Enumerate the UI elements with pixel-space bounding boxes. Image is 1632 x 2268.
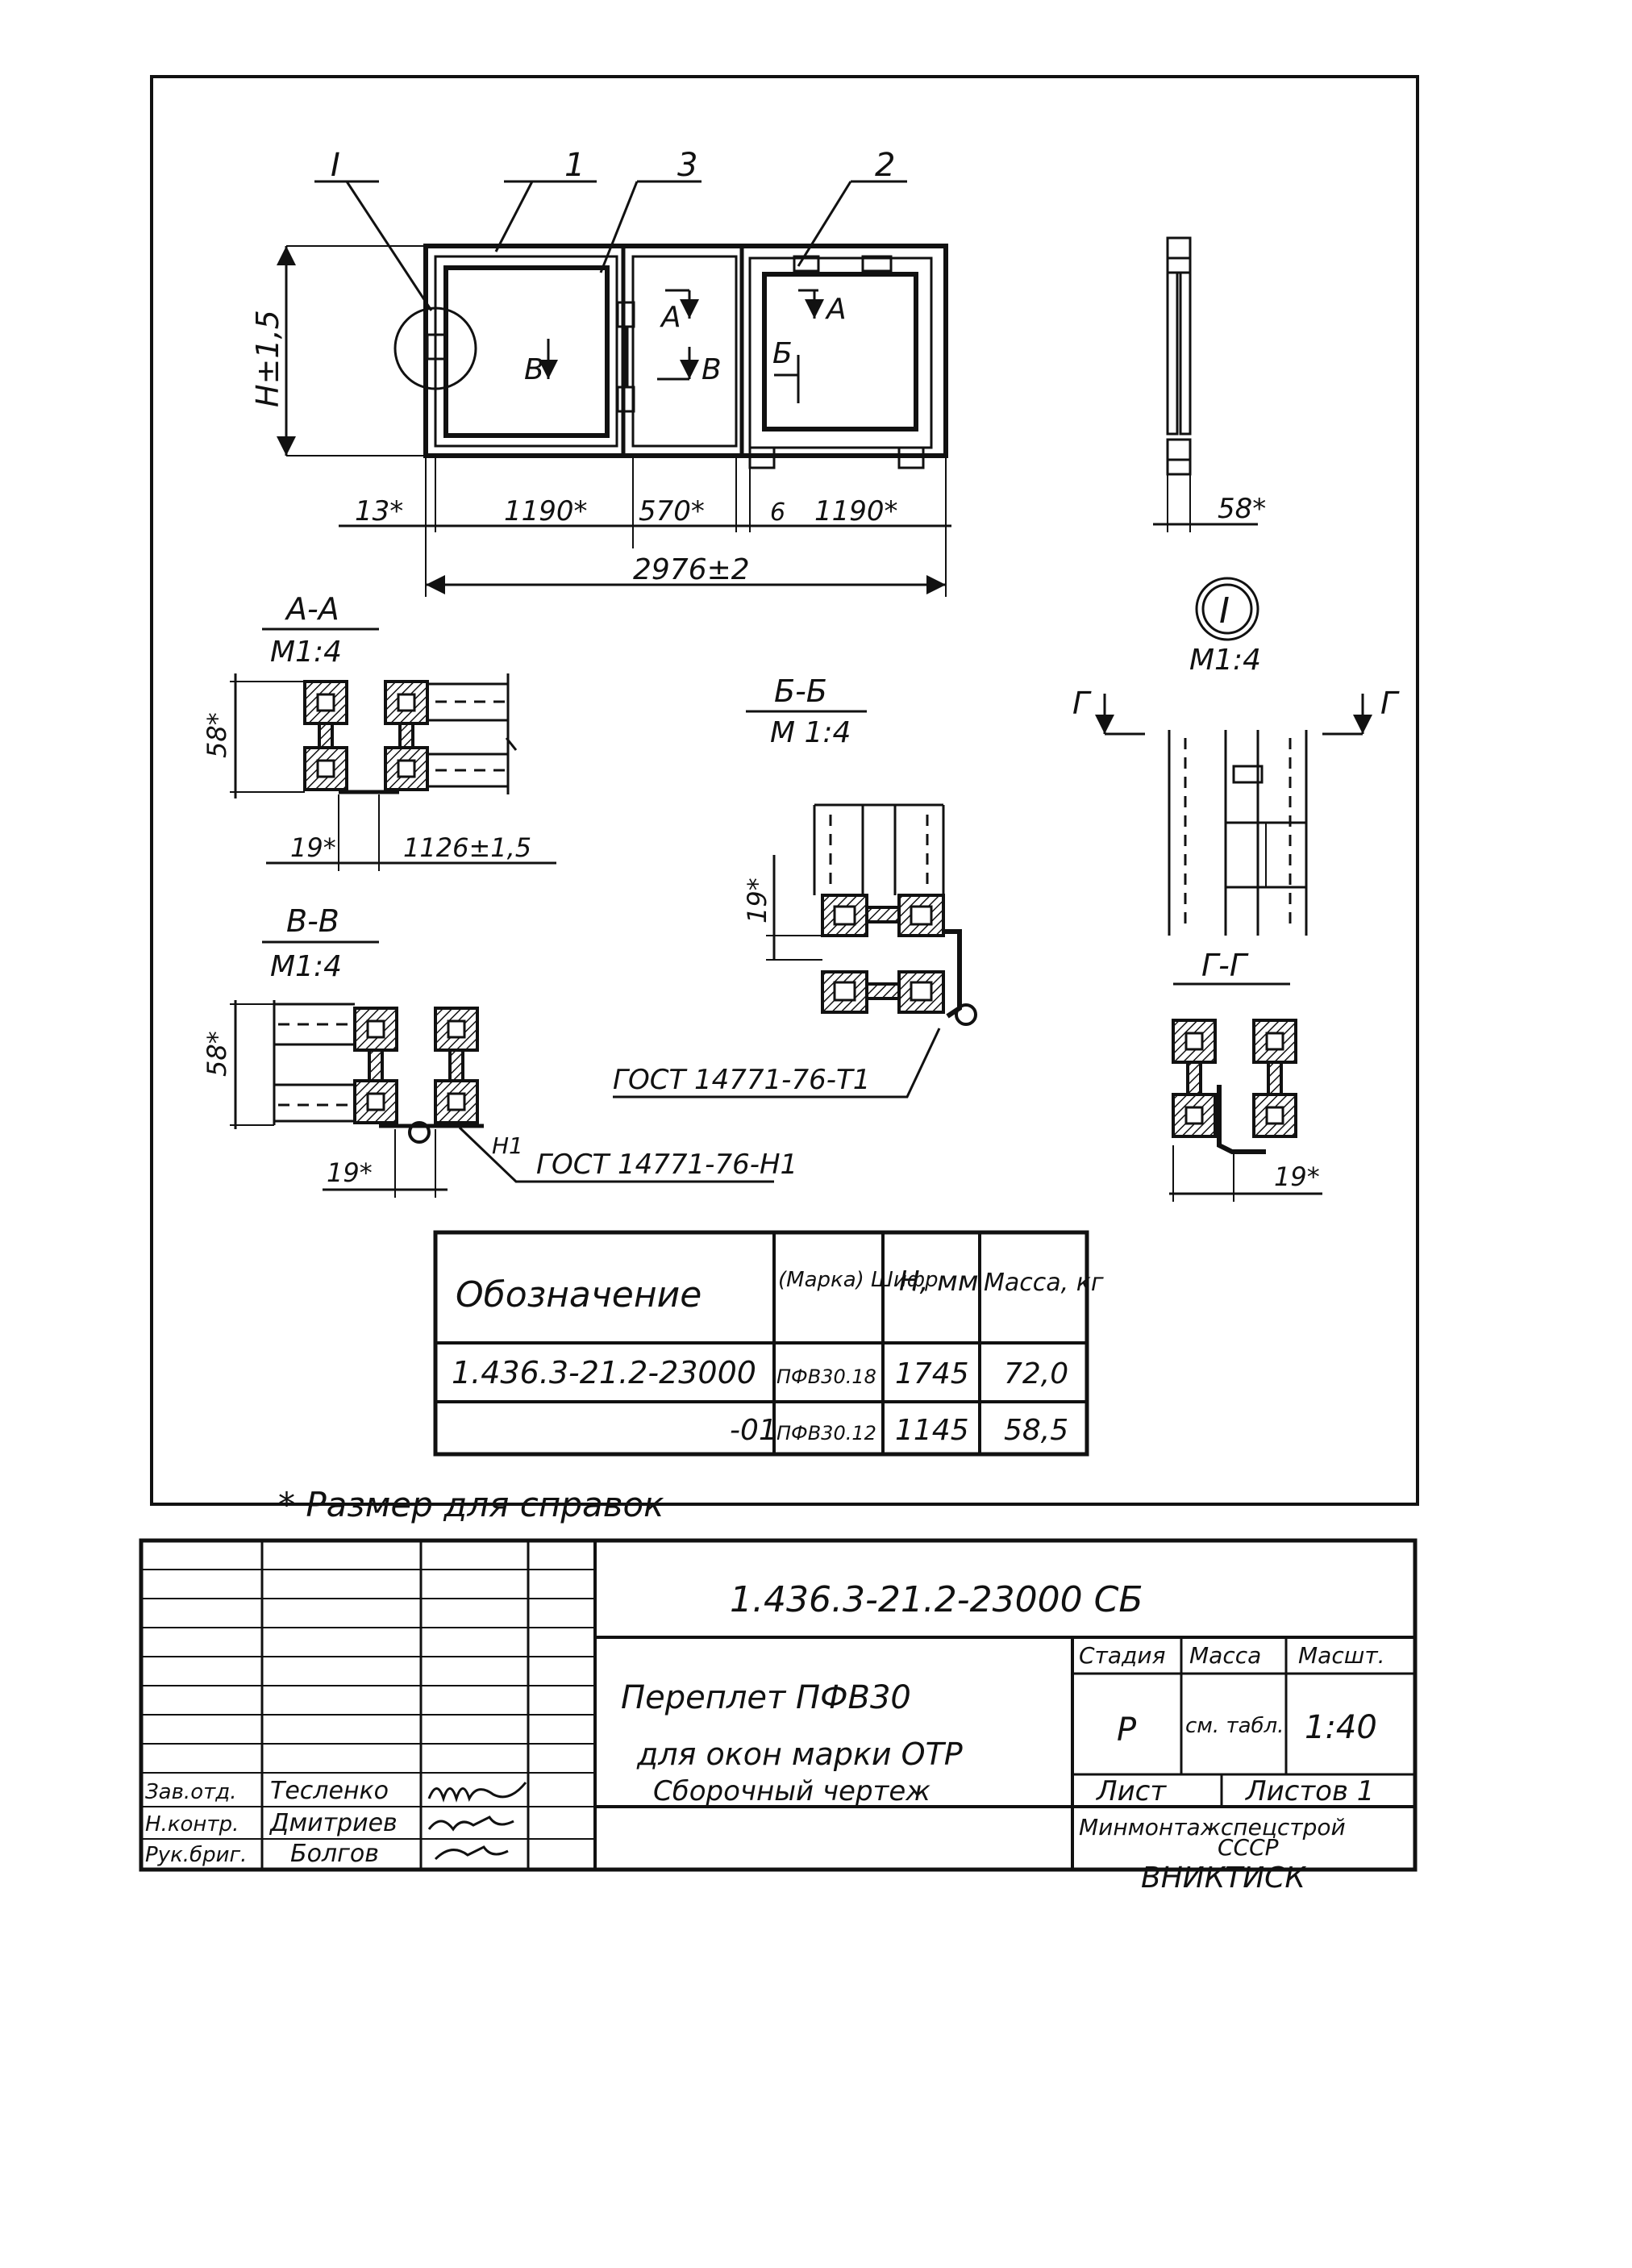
title-block: 1.436.3-21.2-23000 СБ Переплет ПФВ30 для… xyxy=(139,1538,1418,1895)
mark-v-mid: В xyxy=(702,353,722,386)
table-cell-r1-designation: 1.436.3-21.2-23000 xyxy=(452,1355,756,1390)
callout-3: 3 xyxy=(677,147,697,184)
section-VV-dim-v: 58* xyxy=(202,1031,232,1077)
section-BB-scale: М 1:4 xyxy=(770,716,851,749)
sig-role-1: Зав.отд. xyxy=(145,1780,236,1804)
callout-2: 2 xyxy=(875,147,895,184)
org-line-2: СССР xyxy=(1218,1834,1279,1861)
total-dim: 2976±2 xyxy=(633,553,750,586)
height-dim: Н±1,5 xyxy=(250,310,285,407)
section-VV: В-В М1:4 58* 19* Н1 ГОСТ 14771-76-Н1 xyxy=(202,903,797,1198)
section-GG-dim-h: 19* xyxy=(1274,1161,1320,1192)
mark-a-right: А xyxy=(825,293,847,326)
section-VV-scale: М1:4 xyxy=(270,950,342,983)
mass-value: см. табл. xyxy=(1185,1714,1284,1738)
title-line-1: Переплет ПФВ30 xyxy=(621,1679,911,1716)
detail-I-scale: М1:4 xyxy=(1189,644,1261,677)
callout-1: 1 xyxy=(564,147,585,184)
section-VV-title: В-В xyxy=(286,903,339,939)
section-BB-dim-v: 19* xyxy=(742,878,772,923)
org-line-1: Минмонтажспецстрой xyxy=(1079,1814,1346,1841)
sig-name-2: Дмитриев xyxy=(269,1809,398,1837)
section-BB-title: Б-Б xyxy=(774,673,827,709)
table-cell-r1-code: ПФВ30.18 xyxy=(776,1365,876,1388)
stage-header: Стадия xyxy=(1079,1642,1165,1669)
section-VV-weld: Н1 xyxy=(492,1132,523,1159)
signature-1 xyxy=(427,1782,527,1803)
table-cell-r2-mass: 58,5 xyxy=(1004,1414,1068,1447)
dim-6: 6 xyxy=(770,498,785,527)
dim-1190-left: 1190* xyxy=(504,495,588,527)
sheets-label: Листов 1 xyxy=(1244,1775,1374,1807)
sheet-label: Лист xyxy=(1095,1775,1167,1807)
table-cell-r1-mass: 72,0 xyxy=(1004,1357,1068,1390)
mark-g-left: Г xyxy=(1072,686,1092,721)
section-GG-title: Г-Г xyxy=(1201,948,1249,983)
dim-570: 570* xyxy=(639,495,705,527)
main-view: I 1 3 2 В А В А Б Н±1,5 xyxy=(250,147,1266,597)
signature-3 xyxy=(434,1845,509,1861)
table-header-code: (Марка) Шифр xyxy=(778,1268,939,1292)
reference-note: * Размер для справок xyxy=(278,1485,664,1524)
detail-I-label: I xyxy=(1219,590,1230,632)
section-VV-dim-h: 19* xyxy=(327,1157,373,1188)
sig-role-3: Рук.бриг. xyxy=(145,1843,247,1867)
scale-header: Масшт. xyxy=(1298,1642,1385,1669)
scale-value: 1:40 xyxy=(1305,1709,1377,1746)
detail-I: I М1:4 xyxy=(1189,577,1261,677)
table-cell-r2-code: ПФВ30.12 xyxy=(776,1422,876,1445)
section-AA-dim-v: 58* xyxy=(202,712,232,758)
section-BB: Б-Б М 1:4 19* ГОСТ 14771-76-Т1 xyxy=(613,673,977,1099)
mass-header: Масса xyxy=(1189,1642,1261,1669)
sig-name-3: Болгов xyxy=(290,1840,379,1868)
sig-role-2: Н.контр. xyxy=(145,1812,239,1836)
mark-v-left: В xyxy=(524,353,544,386)
table-header-height: Н, мм xyxy=(899,1265,978,1298)
section-AA: А-А М1:4 58* 19* 1126±1,5 xyxy=(202,591,556,871)
section-VV-gost: ГОСТ 14771-76-Н1 xyxy=(536,1149,797,1181)
section-GG: Г Г Г-Г 19* xyxy=(1072,686,1400,1202)
section-AA-dim-h1: 19* xyxy=(290,832,336,863)
side-dim: 58* xyxy=(1218,493,1266,525)
doc-code: 1.436.3-21.2-23000 СБ xyxy=(730,1579,1143,1620)
section-AA-dim-h2: 1126±1,5 xyxy=(403,832,531,863)
stage-value: Р xyxy=(1117,1711,1137,1749)
section-BB-gost: ГОСТ 14771-76-Т1 xyxy=(613,1064,870,1096)
title-line-3: Сборочный чертеж xyxy=(653,1775,930,1807)
table-cell-r2-designation: -01 xyxy=(730,1414,777,1447)
mark-b-right: Б xyxy=(772,337,793,370)
sheet-frame xyxy=(150,75,1419,1506)
table-header-designation: Обозначение xyxy=(456,1274,702,1315)
dim-1190-right: 1190* xyxy=(814,495,898,527)
mark-a-mid: А xyxy=(660,301,681,334)
table-cell-r2-height: 1145 xyxy=(895,1414,969,1447)
sig-name-1: Тесленко xyxy=(270,1777,389,1805)
table-header-mass: Масса, кг xyxy=(984,1269,1104,1297)
callout-I: I xyxy=(331,147,340,184)
signature-2 xyxy=(427,1816,514,1832)
table-cell-r1-height: 1745 xyxy=(895,1357,969,1390)
section-AA-scale: М1:4 xyxy=(270,636,342,669)
dim-13: 13* xyxy=(355,495,403,527)
mark-g-right: Г xyxy=(1380,686,1400,721)
spec-table: Обозначение (Марка) Шифр Н, мм Масса, кг… xyxy=(433,1230,1104,1457)
org-line-3: ВНИКТИСК xyxy=(1141,1862,1306,1895)
section-AA-title: А-А xyxy=(284,591,339,627)
title-line-2: для окон марки ОТР xyxy=(636,1736,963,1772)
